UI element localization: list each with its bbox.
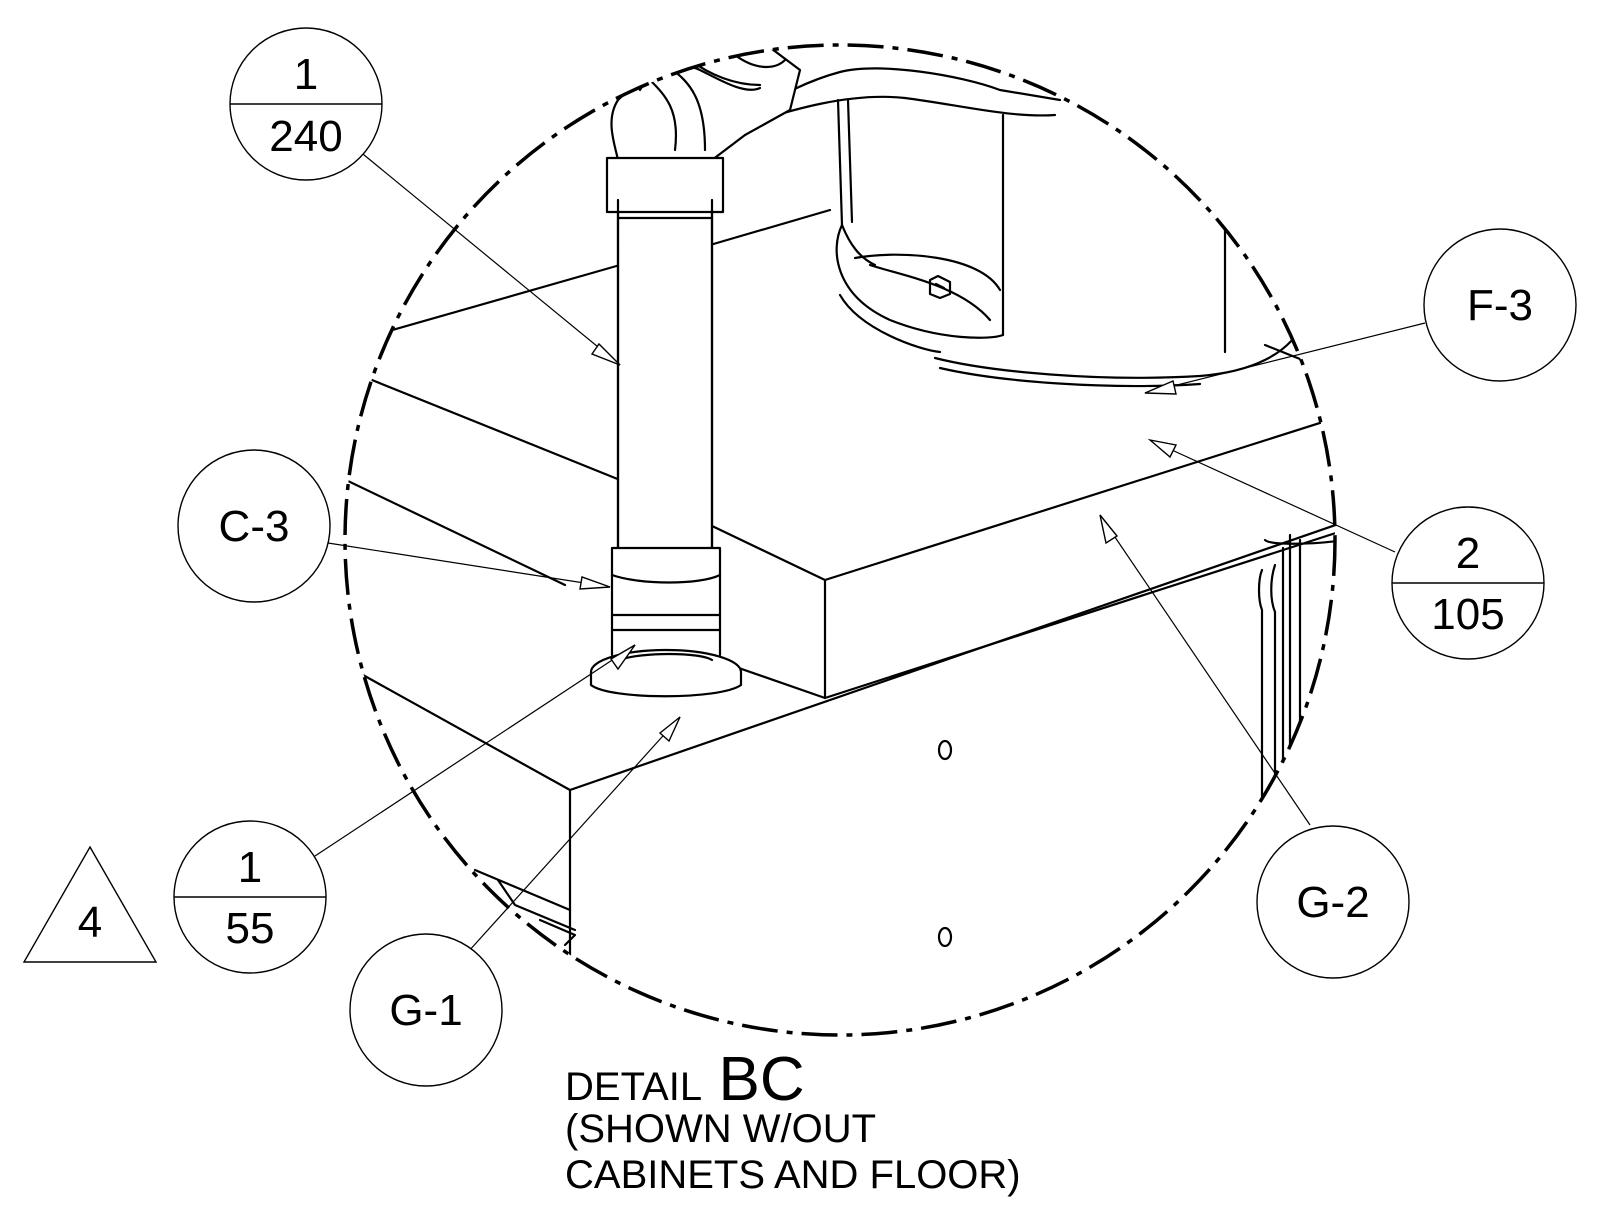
leader-f-3 <box>1144 322 1426 394</box>
callout-circle <box>177 449 331 603</box>
section-ref-2-105: 2 105 <box>1391 506 1545 660</box>
section-ref-1-240: 1 240 <box>229 27 383 181</box>
callout-circle <box>349 933 503 1087</box>
callout-label: C-3 <box>219 502 290 551</box>
arrowhead <box>1099 514 1119 545</box>
arrowhead <box>590 342 621 366</box>
callout-label: F-3 <box>1467 281 1533 330</box>
arrowheads <box>579 342 1178 743</box>
revision-triangle <box>22 845 158 963</box>
arrowhead <box>1147 438 1178 459</box>
leader-1-240 <box>357 149 621 366</box>
hole <box>937 926 953 948</box>
callout-g-1: G-1 <box>349 933 503 1087</box>
callout-c-3: C-3 <box>177 449 331 603</box>
leaders <box>314 149 1426 953</box>
callout-f-3: F-3 <box>1423 228 1577 382</box>
detail-note-line-1: (SHOWN W/OUT <box>565 1107 876 1151</box>
arrowhead <box>1144 380 1177 395</box>
arrowhead <box>658 716 681 743</box>
detail-id: BC <box>719 1045 805 1114</box>
hole <box>937 739 953 761</box>
revision-label: 4 <box>78 898 102 947</box>
callout-circle <box>1423 228 1577 382</box>
pipe <box>589 45 802 698</box>
callout-label: G-2 <box>1296 878 1369 927</box>
section-ref-number: 2 <box>1456 529 1480 578</box>
section-ref-number: 1 <box>294 50 318 99</box>
leader-2-105 <box>1149 439 1396 553</box>
arrowhead <box>579 576 611 590</box>
section-ref-number: 1 <box>238 843 262 892</box>
upper-housing <box>743 67 1307 388</box>
detail-caption: DETAIL BC (SHOWN W/OUT CABINETS AND FLOO… <box>565 1045 1021 1197</box>
section-ref-sheet: 240 <box>269 112 342 161</box>
leader-g-2 <box>1099 514 1311 826</box>
revision-delta: 4 <box>22 845 158 963</box>
leader-g-1 <box>467 716 681 953</box>
raised-plate <box>345 208 1335 700</box>
column-edge <box>1257 533 1335 822</box>
section-ref-sheet: 105 <box>1431 590 1504 639</box>
detail-title-line: DETAIL BC <box>565 1045 805 1114</box>
callout-g-2: G-2 <box>1256 825 1410 979</box>
leader-c-3 <box>327 542 611 588</box>
detail-prefix: DETAIL <box>565 1065 702 1109</box>
section-ref-1-55: 1 55 <box>173 820 327 974</box>
arrowhead <box>609 644 636 671</box>
detail-note-line-2: CABINETS AND FLOOR) <box>565 1153 1021 1197</box>
base-slab <box>345 456 1335 1035</box>
callout-circle <box>1256 825 1410 979</box>
detail-boundary <box>343 43 1337 1037</box>
detail-geometry <box>345 45 1335 1035</box>
section-ref-sheet: 55 <box>226 904 275 953</box>
callout-label: G-1 <box>389 986 462 1035</box>
leader-1-55 <box>314 644 636 857</box>
